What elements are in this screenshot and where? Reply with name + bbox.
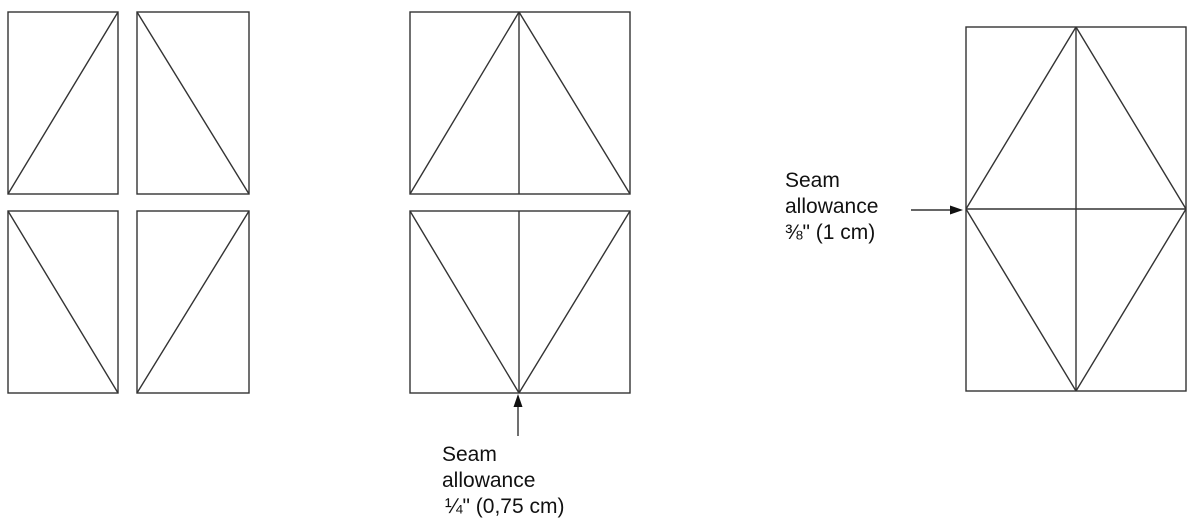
bottom-seam-label-line1: Seam <box>442 443 497 466</box>
stage-3-completed-block <box>911 26 1187 392</box>
bottom-seam-label-line3: ¼" (0,75 cm) <box>445 495 565 518</box>
unit-bottom-right <box>136 210 250 394</box>
bottom-seam-allowance-label: Seam allowance ¼" (0,75 cm) <box>442 442 565 520</box>
unit-bottom-left <box>7 210 119 394</box>
bottom-seam-arrow <box>513 394 523 436</box>
pair-top <box>409 11 631 195</box>
side-seam-label-line2: allowance <box>785 195 879 218</box>
side-seam-arrow <box>911 205 963 215</box>
stage-1-separate-units <box>7 11 250 394</box>
side-seam-label-line1: Seam <box>785 169 840 192</box>
stage-2-joined-pairs <box>409 11 631 436</box>
side-seam-allowance-label: Seam allowance ⅜" (1 cm) <box>785 168 878 246</box>
bottom-seam-label-line2: allowance <box>442 469 536 492</box>
unit-top-left <box>7 11 119 195</box>
unit-top-right <box>136 11 250 195</box>
side-seam-label-line3: ⅜" (1 cm) <box>785 221 876 244</box>
pair-bottom <box>409 210 631 394</box>
